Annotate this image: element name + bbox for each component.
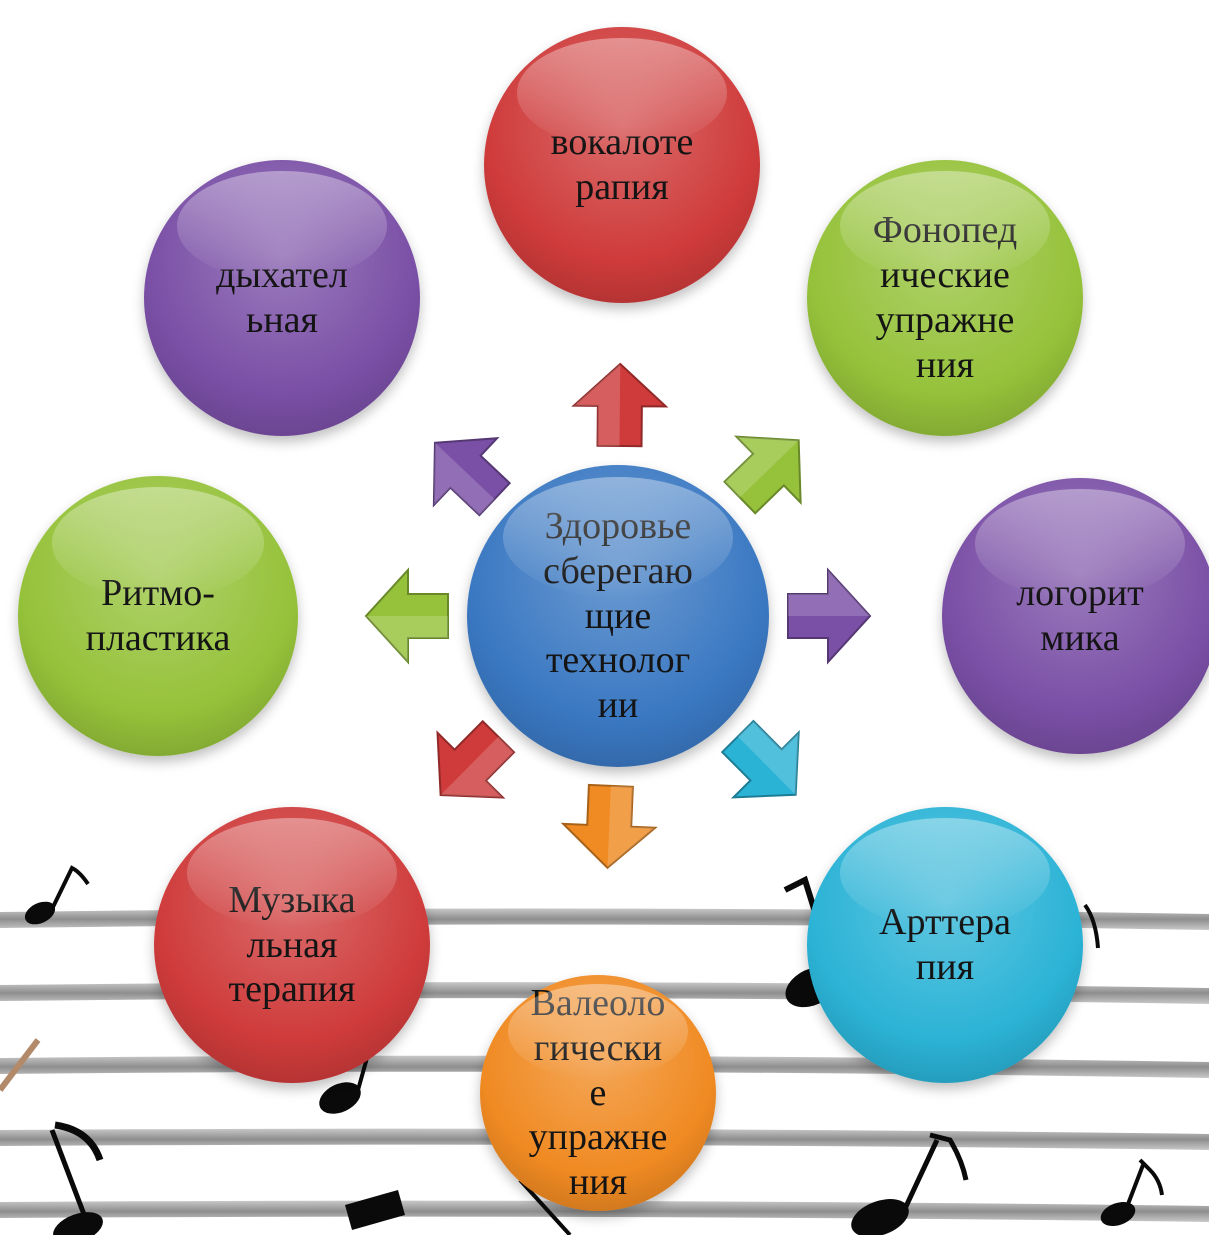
arrow-to-logorhythmics <box>787 567 872 665</box>
node-valeological: Валеоло гически е упражне ния <box>480 975 716 1211</box>
arrow-to-valeological <box>560 783 658 870</box>
node-vocalotherapy: вокалоте рапия <box>484 27 760 303</box>
music-notes <box>0 865 1164 1235</box>
arrow-to-art-therapy <box>720 719 800 799</box>
node-music-therapy: Музыка льная терапия <box>154 807 430 1083</box>
node-label: Фонопед ические упражне ния <box>872 209 1018 386</box>
node-breathing: дыхател ьная <box>144 160 420 436</box>
node-label: Музыка льная терапия <box>228 878 356 1011</box>
node-rhythmoplasty: Ритмо- пластика <box>18 476 298 756</box>
node-label: дыхател ьная <box>216 254 348 341</box>
note-head <box>24 901 56 925</box>
arrow-to-vocalotherapy <box>571 362 669 448</box>
node-label: логорит мика <box>1016 572 1144 659</box>
arrow-to-music-therapy <box>436 719 516 799</box>
node-label: Ритмо- пластика <box>85 572 231 659</box>
node-label: Арттера пия <box>879 901 1011 988</box>
center-node-label: Здоровье сберегаю щие технолог ии <box>543 504 693 727</box>
node-art-therapy: Арттера пия <box>807 807 1083 1083</box>
arrow-to-rhythmoplasty <box>364 567 449 665</box>
arrow-to-breathing <box>432 437 512 517</box>
node-phonopedic: Фонопед ические упражне ния <box>807 160 1083 436</box>
arrow-to-phonopedic <box>723 435 802 515</box>
node-logorhythmics: логорит мика <box>942 478 1209 754</box>
center-node: Здоровье сберегаю щие технолог ии <box>467 465 769 767</box>
node-label: вокалоте рапия <box>550 121 694 208</box>
node-label: Валеоло гически е упражне ния <box>528 981 668 1204</box>
